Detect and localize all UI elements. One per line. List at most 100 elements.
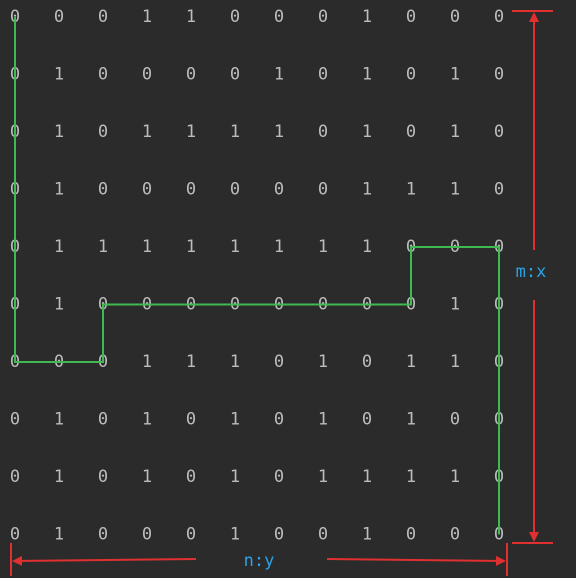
matrix-cell: 1 — [54, 295, 64, 315]
matrix-cell: 1 — [98, 237, 108, 257]
matrix-cell: 0 — [98, 525, 108, 545]
matrix-cell: 1 — [274, 65, 284, 85]
matrix-cell: 0 — [54, 7, 64, 27]
matrix-cell: 0 — [142, 525, 152, 545]
matrix-cell: 0 — [406, 122, 416, 142]
matrix-cell: 0 — [10, 525, 20, 545]
matrix-cell: 1 — [186, 352, 196, 372]
row-dimension-label: m:x — [516, 262, 547, 282]
matrix-cell: 1 — [142, 7, 152, 27]
matrix-cell: 0 — [494, 65, 504, 85]
matrix-cell: 1 — [142, 122, 152, 142]
matrix-cell: 1 — [450, 467, 460, 487]
matrix-cell: 1 — [142, 352, 152, 372]
matrix-cell: 1 — [230, 122, 240, 142]
matrix-cell: 0 — [274, 467, 284, 487]
matrix-cell: 1 — [54, 122, 64, 142]
matrix-cell: 0 — [450, 7, 460, 27]
solution-path — [14, 17, 500, 535]
matrix-cell: 0 — [406, 525, 416, 545]
matrix-cell: 0 — [450, 410, 460, 430]
matrix-cell: 1 — [450, 352, 460, 372]
row-dimension: m:x — [512, 10, 553, 544]
col-dimension-label: n:y — [244, 551, 275, 571]
matrix-cell: 1 — [450, 180, 460, 200]
matrix-cell: 1 — [362, 237, 372, 257]
matrix-cell: 0 — [98, 467, 108, 487]
matrix-cell: 1 — [54, 180, 64, 200]
matrix-cell: 1 — [186, 237, 196, 257]
matrix-cell: 0 — [274, 7, 284, 27]
matrix-cell: 1 — [230, 410, 240, 430]
matrix-cell: 0 — [494, 180, 504, 200]
matrix-cell: 0 — [98, 122, 108, 142]
matrix-cell: 0 — [494, 122, 504, 142]
matrix-cell: 1 — [406, 467, 416, 487]
matrix-cell: 1 — [406, 352, 416, 372]
matrix-cell: 0 — [10, 467, 20, 487]
matrix-cell: 0 — [142, 65, 152, 85]
matrix-cell: 0 — [318, 180, 328, 200]
matrix-cell: 0 — [318, 65, 328, 85]
matrix-cell: 1 — [274, 122, 284, 142]
matrix-cell: 0 — [318, 525, 328, 545]
matrix-cell: 1 — [142, 237, 152, 257]
matrix-cell: 1 — [230, 237, 240, 257]
matrix-cell: 1 — [362, 180, 372, 200]
matrix-cell: 1 — [362, 525, 372, 545]
matrix-cell: 0 — [230, 180, 240, 200]
matrix-cell: 1 — [54, 525, 64, 545]
matrix-cell: 1 — [142, 467, 152, 487]
matrix-cell: 1 — [142, 410, 152, 430]
matrix-cell: 0 — [98, 180, 108, 200]
matrix-cell: 0 — [362, 410, 372, 430]
matrix-cell: 1 — [186, 122, 196, 142]
matrix-cell: 0 — [274, 180, 284, 200]
matrix-cell: 0 — [98, 7, 108, 27]
matrix-cell: 0 — [450, 525, 460, 545]
matrix-cell: 1 — [318, 352, 328, 372]
matrix-cell: 1 — [450, 65, 460, 85]
matrix-cell: 0 — [186, 65, 196, 85]
matrix-cell: 0 — [98, 410, 108, 430]
matrix-cell: 1 — [54, 467, 64, 487]
matrix-cell: 0 — [406, 65, 416, 85]
matrix-cell: 1 — [362, 65, 372, 85]
matrix-cell: 0 — [274, 410, 284, 430]
col-arrow-right — [326, 555, 506, 566]
matrix-cell: 1 — [406, 180, 416, 200]
matrix-cell: 1 — [186, 7, 196, 27]
matrix-cell: 0 — [318, 122, 328, 142]
matrix-cell: 0 — [186, 180, 196, 200]
matrix-cell: 0 — [10, 410, 20, 430]
matrix-cell: 0 — [406, 7, 416, 27]
matrix-cell: 0 — [142, 180, 152, 200]
matrix-cell: 1 — [274, 237, 284, 257]
matrix-cell: 0 — [318, 7, 328, 27]
matrix-cell: 0 — [98, 65, 108, 85]
matrix-cell: 1 — [54, 65, 64, 85]
matrix-cell: 1 — [362, 7, 372, 27]
matrix-cell: 1 — [318, 467, 328, 487]
matrix-cell: 1 — [230, 467, 240, 487]
col-dimension: n:y — [10, 543, 508, 576]
matrix-cell: 0 — [186, 410, 196, 430]
matrix-digits: 0 0 0 1 1 0 0 0 1 0 0 0 0 1 0 0 0 0 1 0 1 0 1 0 0 1 0 1 1 1 1 0 1 0 1 0 0 1 0 0… — [10, 7, 504, 545]
matrix-cell: 0 — [230, 65, 240, 85]
matrix-cell: 0 — [494, 7, 504, 27]
col-arrow-left — [12, 555, 197, 566]
matrix-cell: 1 — [54, 410, 64, 430]
matrix-cell: 1 — [230, 352, 240, 372]
matrix-cell: 1 — [318, 237, 328, 257]
matrix-cell: 1 — [54, 237, 64, 257]
matrix-cell: 0 — [362, 352, 372, 372]
matrix-cell: 1 — [318, 410, 328, 430]
matrix-cell: 0 — [274, 352, 284, 372]
matrix-cell: 1 — [406, 410, 416, 430]
matrix-cell: 0 — [186, 467, 196, 487]
matrix-cell: 1 — [362, 467, 372, 487]
matrix-cell: 1 — [230, 525, 240, 545]
matrix-cell: 1 — [450, 122, 460, 142]
matrix-cell: 1 — [450, 295, 460, 315]
